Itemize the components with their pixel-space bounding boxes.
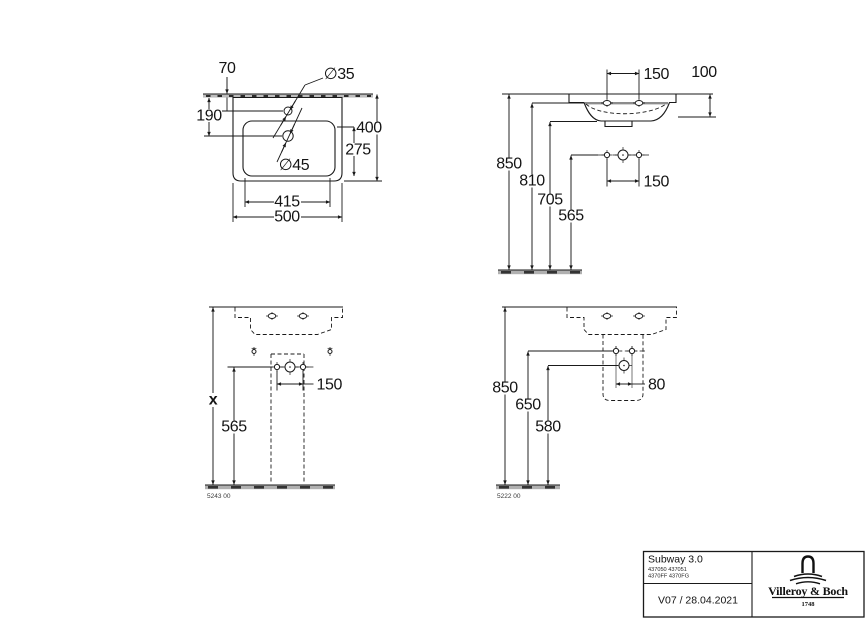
basin-hidden-outline-2 <box>566 307 677 335</box>
dim-dia35: ∅35 <box>324 66 355 83</box>
semi-height-dims <box>503 307 618 485</box>
basin-outer-outline <box>232 96 343 182</box>
dim-x: x <box>209 392 218 409</box>
semi-article-code: 5222 00 <box>497 493 521 500</box>
dim-565-front: 565 <box>558 208 584 225</box>
basin-hidden-outline <box>234 307 343 335</box>
pedestal-hidden-outline <box>270 353 305 484</box>
pedestal-fixing-holes <box>261 358 314 391</box>
brand-year: 1748 <box>802 601 816 608</box>
dim-150-pedestal: 150 <box>317 377 343 394</box>
dim-80: 80 <box>648 377 665 394</box>
plan-view: ∅35 ∅45 70 190 400 275 415 <box>196 60 383 226</box>
brand-name: Villeroy & Boch <box>768 584 848 598</box>
product-name: Subway 3.0 <box>648 554 703 566</box>
dia35-leader <box>272 77 324 139</box>
version-date: V07 / 28.04.2021 <box>658 595 738 607</box>
dim-150top: 150 <box>644 66 670 83</box>
basin-profile <box>568 94 677 122</box>
dim-70: 70 <box>219 60 236 77</box>
bowl-hidden-curve <box>585 103 667 115</box>
semi-pedestal-hidden-outline <box>602 334 644 401</box>
pedestal-article-code: 5243 00 <box>207 493 231 500</box>
dim-190: 190 <box>196 108 222 125</box>
title-block: Subway 3.0 437050 437051 4370FF 4370FG V… <box>642 550 865 618</box>
semi-fixing-holes <box>610 345 645 388</box>
dim-500: 500 <box>274 209 300 226</box>
title-block-border <box>642 550 865 618</box>
drain-trap <box>604 121 633 128</box>
dim-150mid-group <box>606 158 640 187</box>
dim-565-pedestal: 565 <box>221 419 247 436</box>
dim-100: 100 <box>691 64 717 81</box>
dim-705: 705 <box>537 192 563 209</box>
dim-580: 580 <box>535 419 561 436</box>
pedestal-view: 150 x 565 5243 00 <box>205 306 343 500</box>
floor-line-semi <box>496 484 560 490</box>
basin-inner-bowl <box>242 120 336 177</box>
dim-150top-group <box>606 69 640 99</box>
dim-400: 400 <box>356 120 382 137</box>
article-numbers-line1: 437050 437051 <box>648 567 687 573</box>
floor-line-pedestal <box>205 484 335 490</box>
semi-pedestal-view: 80 850 650 580 5222 00 <box>491 306 677 500</box>
dim-100-group <box>678 94 716 118</box>
floor-line-front <box>498 269 582 275</box>
dim-850-front: 850 <box>496 156 522 173</box>
front-view: 150 100 150 <box>495 64 718 275</box>
dim-150mid: 150 <box>644 174 670 191</box>
dim-275: 275 <box>345 142 371 159</box>
drain-hole <box>282 130 294 142</box>
wall-line <box>203 93 373 98</box>
brand-logo-icon <box>789 555 827 585</box>
dia45-leader <box>276 107 303 163</box>
dim-810: 810 <box>519 173 545 190</box>
dim-70-group <box>222 77 283 112</box>
dim-dia45: ∅45 <box>279 157 310 174</box>
dim-850-semi: 850 <box>492 380 518 397</box>
dim-415: 415 <box>274 194 300 211</box>
article-numbers-line2: 4370FF 4370FG <box>648 574 689 580</box>
brand-logo: Villeroy & Boch 1748 <box>768 555 849 608</box>
front-fixing-holes <box>598 146 649 164</box>
dim-650: 650 <box>515 397 541 414</box>
